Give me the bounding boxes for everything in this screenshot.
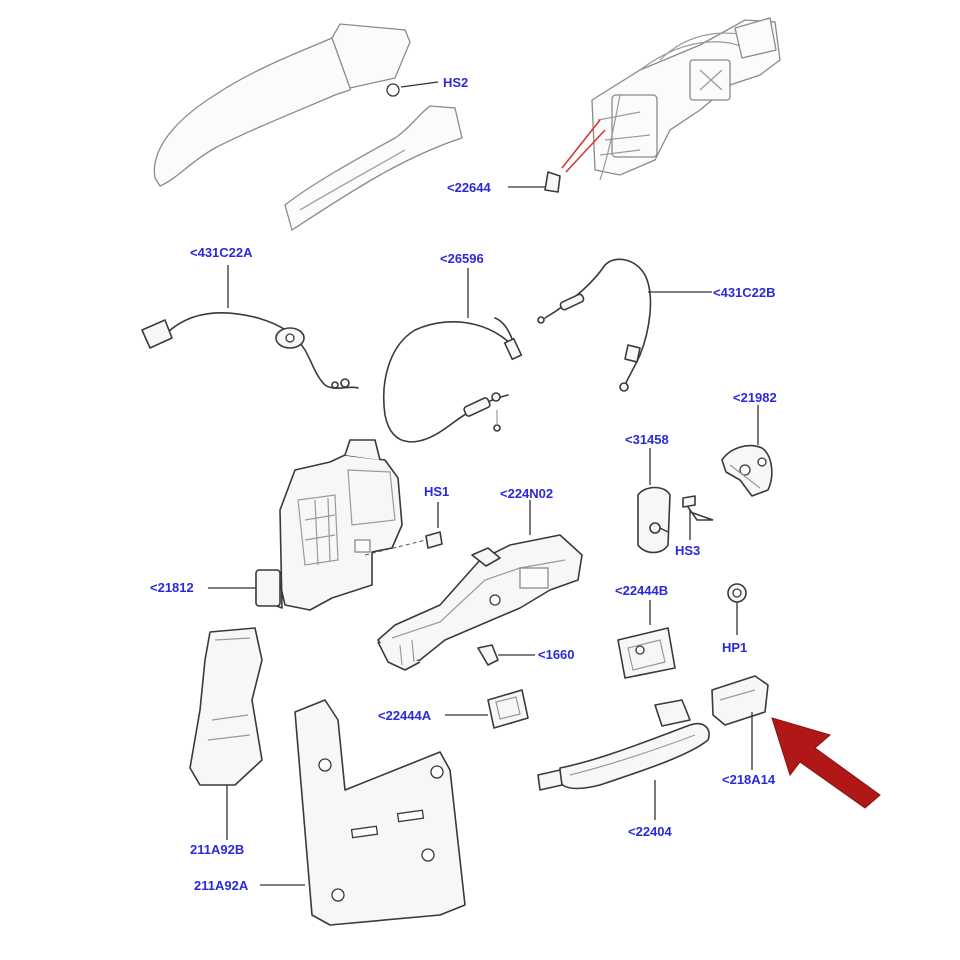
- handle-22404: [537, 699, 710, 820]
- latch-21812: [208, 439, 403, 611]
- gasket-22444b: [617, 600, 676, 679]
- label-224n02: <224N02: [500, 486, 554, 501]
- cable-431c22b: [537, 258, 712, 392]
- label-431c22b: <431C22B: [713, 285, 776, 300]
- label-211a92b: 211A92B: [190, 842, 245, 857]
- cable-26596: [382, 268, 523, 443]
- red-arrow-icon: [771, 717, 881, 809]
- label-hs3: HS3: [675, 543, 701, 558]
- label-218a14: <218A14: [722, 772, 776, 787]
- label-22444a: <22444A: [378, 708, 432, 723]
- label-hs2: HS2: [443, 75, 469, 90]
- label-31458: <31458: [625, 432, 669, 447]
- handle-outline-ghost: [153, 23, 463, 232]
- label-22644: <22644: [447, 180, 491, 195]
- label-431c22a: <431C22A: [190, 245, 253, 260]
- label-21982: <21982: [733, 390, 777, 405]
- plug-hp1: [727, 583, 747, 635]
- pad-211a92b: [189, 627, 263, 840]
- clip-1660: [477, 644, 535, 666]
- label-26596: <26596: [440, 251, 484, 266]
- label-22404: <22404: [628, 824, 672, 839]
- pad-211a92a: [260, 699, 466, 926]
- striker-21982: [721, 405, 773, 497]
- label-1660: <1660: [538, 647, 575, 662]
- lock-assembly-ghost: [508, 17, 781, 193]
- gasket-22444a: [445, 689, 529, 729]
- label-hs1: HS1: [424, 484, 450, 499]
- label-hp1: HP1: [722, 640, 748, 655]
- handle-carrier-224n02: [377, 500, 583, 671]
- label-22444b: <22444B: [615, 583, 669, 598]
- label-21812: <21812: [150, 580, 194, 595]
- label-211a92a: 211A92A: [194, 878, 249, 893]
- cover-31458: [637, 448, 714, 554]
- screw-hs1: [364, 502, 443, 556]
- cap-218a14: [711, 675, 769, 770]
- cable-431c22a: [141, 265, 359, 390]
